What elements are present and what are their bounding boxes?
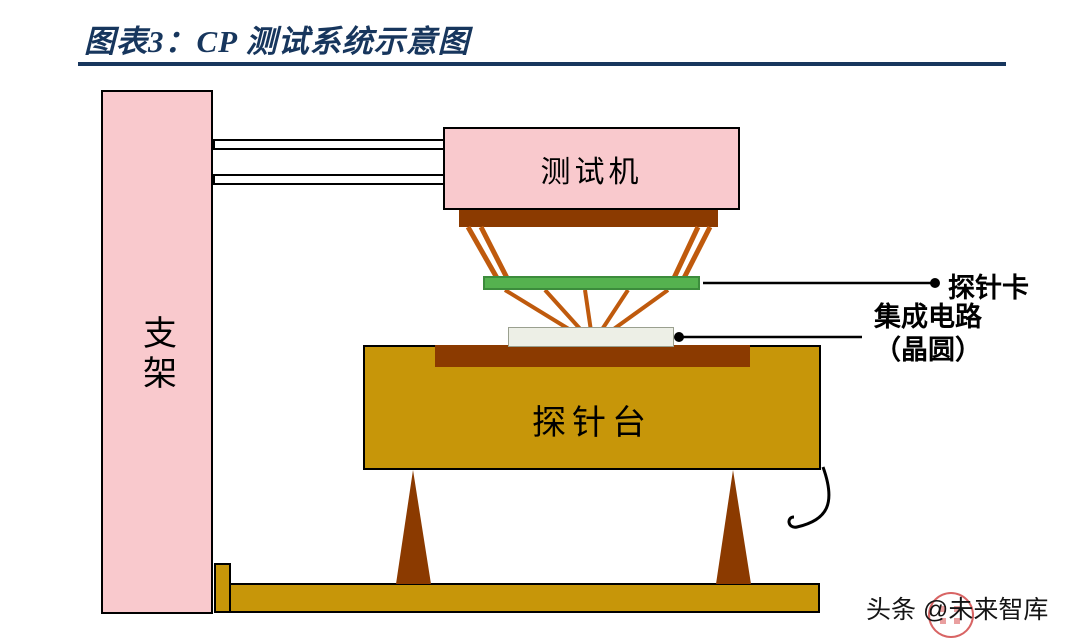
probe-needle	[609, 288, 670, 333]
page-title: 图表3：CP 测试系统示意图	[84, 24, 470, 59]
watermark: 头条 @未来智库	[866, 596, 1049, 624]
support-bracket	[101, 90, 213, 614]
trapezoid-cable-left-2	[478, 225, 510, 280]
tester-base-bar	[459, 210, 718, 227]
probe-needle	[543, 288, 584, 333]
support-cone-left	[396, 470, 431, 584]
wafer-label-line1: 集成电路	[874, 302, 982, 332]
base-step	[214, 563, 231, 613]
wafer-label-line2: （晶圆）	[874, 334, 982, 365]
rail-top	[213, 139, 445, 150]
probe-needle	[599, 288, 630, 333]
rail-bottom	[213, 174, 445, 185]
cable-curve	[787, 466, 831, 529]
bracket-label-wrap: 支架	[101, 305, 213, 405]
bracket-label: 支架	[137, 315, 176, 395]
probe-card-label: 探针卡	[948, 273, 1029, 303]
prober-label: 探针台	[532, 404, 652, 442]
probe-needle	[583, 289, 593, 332]
tester-box: 测试机	[443, 127, 740, 210]
trapezoid-cable-right-2	[671, 225, 701, 280]
base-bar	[228, 583, 820, 613]
wafer-chuck-bar	[435, 345, 750, 367]
pointer-dot-wafer	[674, 332, 684, 342]
probe-needle	[503, 288, 574, 333]
title-underline	[78, 62, 1006, 66]
support-cone-right	[716, 470, 751, 584]
wafer	[508, 327, 674, 347]
tester-label: 测试机	[540, 155, 643, 189]
probe-card-bar	[483, 276, 700, 290]
trapezoid-cable-left	[465, 225, 500, 280]
pointer-dot-probe-card	[930, 278, 940, 288]
wafer-label: 集成电路 （晶圆）	[874, 301, 982, 367]
trapezoid-cable-right	[681, 225, 713, 280]
watermark-logo-icon	[928, 592, 974, 638]
